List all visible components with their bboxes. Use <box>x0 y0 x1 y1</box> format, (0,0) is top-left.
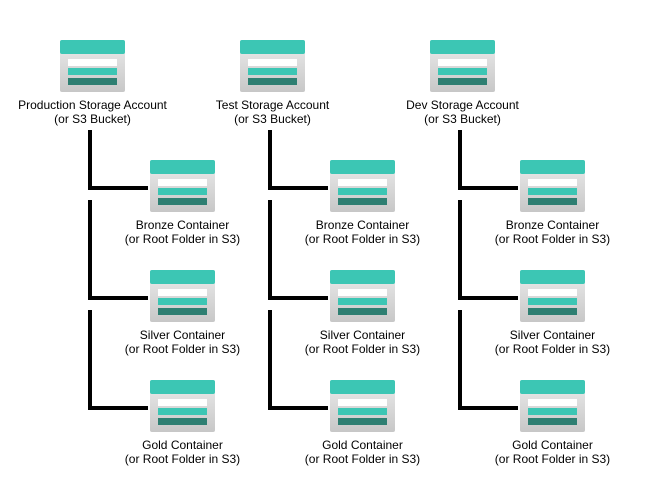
test-silver-container-note: (or Root Folder in S3) <box>304 342 421 356</box>
test-gold-container-note: (or Root Folder in S3) <box>304 452 421 466</box>
dev-silver-container-label: Silver Container(or Root Folder in S3) <box>495 328 610 356</box>
dev-storage-account-label: Dev Storage Account(or S3 Bucket) <box>406 98 519 126</box>
production-silver-container-name: Silver Container <box>139 328 226 342</box>
dev-gold-container-note: (or Root Folder in S3) <box>494 452 611 466</box>
dev-silver-container-name: Silver Container <box>509 328 596 342</box>
dev-bronze-container-label: Bronze Container(or Root Folder in S3) <box>495 218 610 246</box>
production-storage-account-name: Production Storage Account <box>18 98 167 112</box>
test-silver-container-name: Silver Container <box>319 328 406 342</box>
production-gold-container-label: Gold Container(or Root Folder in S3) <box>125 438 240 466</box>
test-gold-connector <box>268 310 328 410</box>
production-silver-container-icon <box>150 270 215 322</box>
test-bronze-container-icon <box>330 160 395 212</box>
production-silver-container-note: (or Root Folder in S3) <box>124 342 241 356</box>
production-bronze-container-label: Bronze Container(or Root Folder in S3) <box>125 218 240 246</box>
test-gold-container-name: Gold Container <box>322 438 403 452</box>
production-bronze-container-name: Bronze Container <box>135 218 230 232</box>
production-storage-account-label: Production Storage Account(or S3 Bucket) <box>18 98 167 126</box>
test-silver-container-icon <box>330 270 395 322</box>
test-bronze-connector <box>268 130 328 190</box>
dev-gold-connector <box>458 310 518 410</box>
dev-storage-account-name: Dev Storage Account <box>406 98 519 112</box>
dev-bronze-container-name: Bronze Container <box>505 218 600 232</box>
dev-gold-container-label: Gold Container(or Root Folder in S3) <box>495 438 610 466</box>
test-storage-account-note: (or S3 Bucket) <box>234 112 311 126</box>
dev-storage-account-icon <box>430 40 495 92</box>
production-silver-connector <box>88 200 148 300</box>
dev-bronze-container-icon <box>520 160 585 212</box>
test-storage-account-icon <box>240 40 305 92</box>
dev-bronze-container-note: (or Root Folder in S3) <box>494 232 611 246</box>
production-gold-container-name: Gold Container <box>142 438 223 452</box>
production-bronze-container-icon <box>150 160 215 212</box>
production-storage-account-icon <box>60 40 125 92</box>
dev-bronze-connector <box>458 130 518 190</box>
dev-storage-account-note: (or S3 Bucket) <box>424 112 501 126</box>
test-gold-container-icon <box>330 380 395 432</box>
production-gold-connector <box>88 310 148 410</box>
test-storage-account-name: Test Storage Account <box>215 98 330 112</box>
test-bronze-container-name: Bronze Container <box>315 218 410 232</box>
production-storage-account-note: (or S3 Bucket) <box>54 112 131 126</box>
production-bronze-container-note: (or Root Folder in S3) <box>124 232 241 246</box>
test-bronze-container-label: Bronze Container(or Root Folder in S3) <box>305 218 420 246</box>
production-bronze-connector <box>88 130 148 190</box>
dev-gold-container-name: Gold Container <box>512 438 593 452</box>
test-silver-container-label: Silver Container(or Root Folder in S3) <box>305 328 420 356</box>
production-gold-container-note: (or Root Folder in S3) <box>124 452 241 466</box>
dev-silver-container-note: (or Root Folder in S3) <box>494 342 611 356</box>
dev-silver-container-icon <box>520 270 585 322</box>
test-gold-container-label: Gold Container(or Root Folder in S3) <box>305 438 420 466</box>
test-storage-account-label: Test Storage Account(or S3 Bucket) <box>216 98 329 126</box>
test-silver-connector <box>268 200 328 300</box>
dev-gold-container-icon <box>520 380 585 432</box>
test-bronze-container-note: (or Root Folder in S3) <box>304 232 421 246</box>
production-silver-container-label: Silver Container(or Root Folder in S3) <box>125 328 240 356</box>
dev-silver-connector <box>458 200 518 300</box>
production-gold-container-icon <box>150 380 215 432</box>
